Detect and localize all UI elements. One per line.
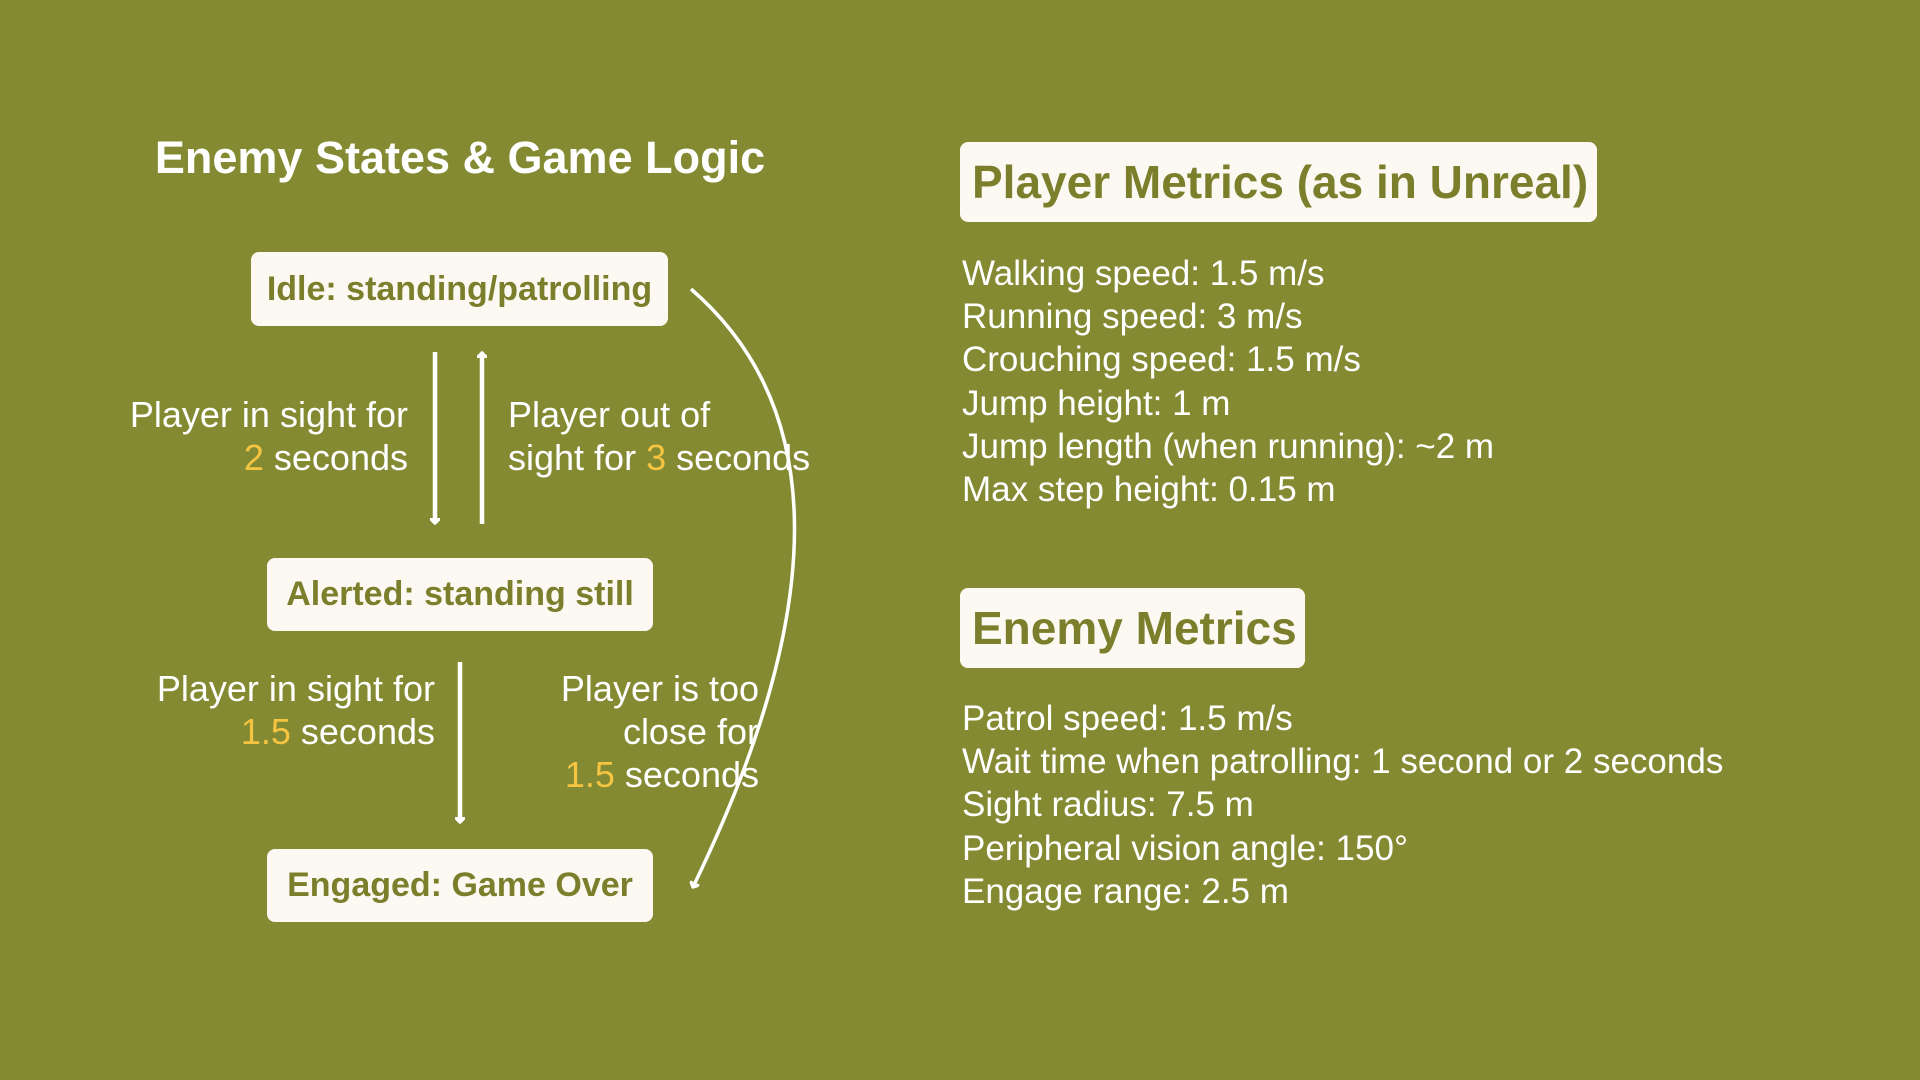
transition-unit: seconds <box>290 711 435 752</box>
enemy-metric-item: Patrol speed: 1.5 m/s <box>962 699 1293 738</box>
state-alerted: Alerted: standing still <box>267 558 653 631</box>
transition-label-prefix: sight for <box>508 437 647 478</box>
enemy-metrics-list: Patrol speed: 1.5 m/s Wait time when pat… <box>962 697 1723 913</box>
transition-label-line: Player in sight for <box>129 394 408 435</box>
transition-duration: 3 <box>646 437 667 478</box>
transition-label-alerted-to-idle: Player out of sight for 3 seconds <box>508 393 810 479</box>
player-metric-item: Jump length (when running): ~2 m <box>962 426 1495 466</box>
transition-label-too-close: Player is too close for 1.5 seconds <box>561 667 759 796</box>
enemy-metric-item: Engage range: 2.5 m <box>962 871 1289 911</box>
transition-unit: seconds <box>614 754 759 795</box>
transition-duration: 2 <box>243 437 264 478</box>
arrow-idle-to-engaged <box>691 287 797 887</box>
player-metric-item: Crouching speed: 1.5 m/s <box>962 340 1361 380</box>
player-metrics-list: Walking speed: 1.5 m/s Running speed: 3 … <box>962 252 1494 511</box>
transition-label-line: Player is too <box>560 668 759 709</box>
player-metric-item: Jump height: 1 m <box>962 383 1231 423</box>
transition-duration: 1.5 <box>240 711 291 752</box>
enemy-metric-item: Peripheral vision angle: 150° <box>962 828 1408 868</box>
transition-label-line: Player in sight for <box>156 668 435 709</box>
player-metrics-heading: Player Metrics (as in Unreal) <box>960 142 1597 222</box>
enemy-metrics-heading: Enemy Metrics <box>960 588 1305 668</box>
transition-unit: seconds <box>263 437 408 478</box>
enemy-metric-item: Wait time when patrolling: 1 second or 2… <box>962 742 1724 782</box>
state-idle: Idle: standing/patrolling <box>251 252 668 326</box>
transition-unit: seconds <box>666 437 811 478</box>
state-engaged: Engaged: Game Over <box>267 849 653 922</box>
transition-duration: 1.5 <box>564 754 615 795</box>
diagram-title: Enemy States & Game Logic <box>154 132 766 183</box>
transition-label-idle-to-alerted: Player in sight for 2 seconds <box>130 393 408 479</box>
player-metric-item: Running speed: 3 m/s <box>962 297 1303 337</box>
enemy-metric-item: Sight radius: 7.5 m <box>962 785 1254 825</box>
player-metric-item: Walking speed: 1.5 m/s <box>962 254 1325 293</box>
player-metric-item: Max step height: 0.15 m <box>962 470 1336 510</box>
transition-label-line: close for <box>622 711 759 752</box>
transition-label-alerted-to-engaged: Player in sight for 1.5 seconds <box>157 667 435 753</box>
transition-label-line: Player out of <box>508 394 711 435</box>
